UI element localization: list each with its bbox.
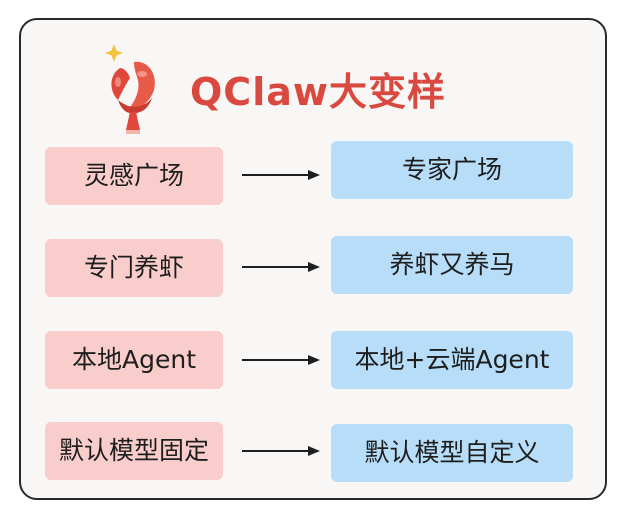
old-feature-box: 本地Agent (45, 331, 223, 389)
arrow-right-icon (242, 170, 320, 180)
new-feature-box: 本地+云端Agent (331, 331, 573, 389)
arrow-right-icon (242, 446, 320, 456)
arrow-right-icon (242, 262, 320, 272)
arrow-right-icon (242, 355, 320, 365)
page-title: QClaw大变样 (190, 70, 446, 114)
lobster-claw-icon (105, 44, 155, 134)
old-feature-box: 灵感广场 (45, 147, 223, 205)
old-feature-box: 默认模型固定 (45, 422, 223, 480)
new-feature-box: 默认模型自定义 (331, 424, 573, 482)
old-feature-box: 专门养虾 (45, 239, 223, 297)
new-feature-box: 养虾又养马 (331, 236, 573, 294)
new-feature-box: 专家广场 (331, 141, 573, 199)
